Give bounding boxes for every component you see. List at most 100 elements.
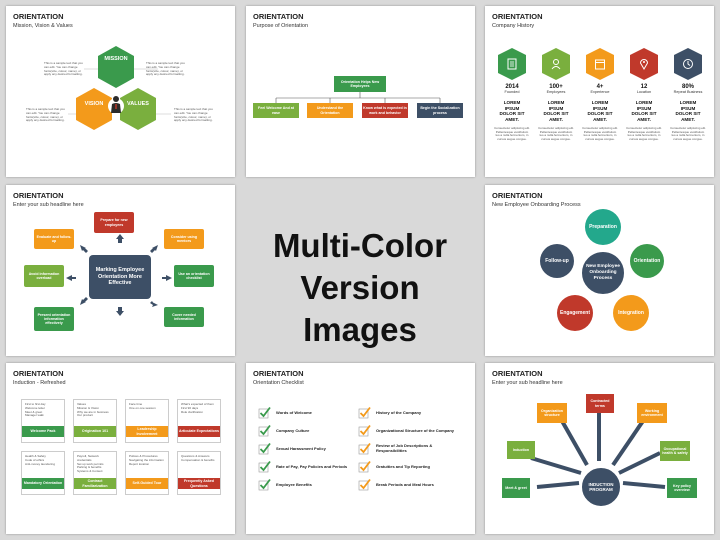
card-bullet: Welcome letter — [25, 405, 45, 410]
card-bullet: First to first day — [25, 402, 46, 406]
mvv-hexagon-diagram — [68, 46, 171, 130]
card-bullet: Anti-money laundering — [25, 461, 56, 466]
checklist-item[interactable]: Organizational Structure of the Company — [358, 423, 464, 437]
card-label: Welcome Pack — [22, 426, 64, 437]
slide-induction-program[interactable]: ORIENTATION Enter your sub headline here… — [485, 363, 714, 534]
cycle-step-preparation: Preparation — [589, 224, 617, 230]
history-body: Consectetur adipiscing elit. Pellentesqu… — [494, 125, 530, 142]
card-bullet: Values — [77, 402, 86, 406]
checkbox-checked-icon — [258, 424, 271, 436]
card-label: Origination 101 — [74, 426, 116, 437]
card-bullet: Meet & greet — [25, 409, 43, 414]
checkbox-checked-icon — [258, 460, 271, 472]
checkbox-checked-icon — [358, 424, 371, 436]
checklist-item[interactable]: Gratuities and Tip Reporting — [358, 459, 464, 473]
arrow-connectors — [66, 234, 172, 316]
card-bullet: Report location — [129, 461, 150, 466]
checklist-item[interactable]: Employee Benefits — [258, 477, 364, 491]
slide-subtitle: Purpose of Orientation — [253, 23, 309, 29]
history-heading: LOREM IPSUM DOLOR SIT AMET. — [631, 100, 657, 123]
checklist-label: Sexual Harassment Policy — [276, 445, 326, 451]
cycle-step-orientation: Orientation — [633, 258, 661, 264]
slide-mission-vision-values[interactable]: ORIENTATION Mission, Vision & Values MIS… — [6, 6, 235, 177]
calendar-icon — [586, 48, 614, 80]
card-bullet: Parking & benefits — [77, 465, 102, 470]
slide-orientation-checklist[interactable]: ORIENTATION Orientation Checklist Words … — [246, 363, 475, 534]
values-label: VALUES — [127, 101, 149, 107]
history-stat-label: Employees — [546, 90, 566, 94]
checklist-label: Gratuities and Tip Reporting — [376, 463, 430, 469]
slide-purpose-of-orientation[interactable]: ORIENTATION Purpose of Orientation Orien… — [246, 6, 475, 177]
slide-title: ORIENTATION — [253, 369, 304, 378]
checklist-label: History of the Company — [376, 409, 422, 415]
history-stat-value: 100+ — [549, 84, 563, 90]
center-box: Marking Employee Orientation More Effect… — [89, 255, 151, 299]
mission-hexagon — [98, 46, 134, 88]
card-bullet: Navigating the information — [129, 457, 164, 462]
checklist-label: Organizational Structure of the Company — [376, 427, 455, 433]
card-bullet: Set up work permits — [77, 461, 104, 466]
slide-effective-orientation[interactable]: ORIENTATION Enter your sub headline here… — [6, 185, 235, 356]
slide-induction-refreshed[interactable]: ORIENTATION Induction - Refreshed First … — [6, 363, 235, 534]
onboarding-cycle — [540, 209, 664, 331]
checklist-item[interactable]: Company Culture — [258, 423, 364, 437]
slide-title: ORIENTATION — [253, 12, 304, 21]
history-stat-value: 80% — [681, 84, 694, 90]
purpose-box-4: Begin the Socialization process — [417, 103, 463, 118]
history-body: Consectetur adipiscing elit. Pellentesqu… — [626, 125, 662, 142]
checklist-item[interactable]: History of the Company — [358, 405, 464, 419]
purpose-box-3: Know what is expected in work and behavi… — [362, 103, 408, 118]
induction-item-1: Meet & greet — [502, 478, 530, 498]
purpose-box-1: Feel Welcome And at ease — [253, 103, 299, 118]
heading-line-2: Version Images — [300, 269, 420, 349]
induction-center: INDUCTION PROGRAM — [588, 481, 614, 492]
checklist-item[interactable]: Review of Job Descriptions & Responsibil… — [358, 441, 464, 455]
checklist-item[interactable]: Sexual Harassment Policy — [258, 441, 364, 455]
checkbox-checked-icon — [258, 406, 271, 418]
card-label: Contract Familiarization — [74, 478, 116, 489]
tip-box-4: Cover needed information — [164, 307, 204, 327]
card-bullet: Questions & Answers — [181, 454, 210, 458]
checklist-item[interactable]: Break Periods and Meal Hours — [358, 477, 464, 491]
checklist-label: Break Periods and Meal Hours — [376, 481, 434, 487]
vision-hexagon — [76, 88, 112, 130]
history-stat-label: Location — [636, 90, 652, 94]
mission-text-right: This is a sample text that you can edit.… — [146, 61, 185, 77]
induction-item-3: Organization structure — [537, 403, 567, 423]
history-heading: LOREM IPSUM DOLOR SIT AMET. — [543, 100, 569, 123]
checklist-label: Review of Job Descriptions & Responsibil… — [376, 443, 433, 453]
slide-subtitle: New Employee Onboarding Process — [492, 202, 581, 208]
cycle-step-engagement: Engagement — [559, 310, 590, 316]
tip-box-6: Avoid information overload — [24, 265, 64, 287]
checkbox-checked-icon — [358, 406, 371, 418]
checklist-item[interactable]: Rate of Pay, Pay Policies and Periods — [258, 459, 364, 473]
heading-line-1: Multi-Color — [272, 227, 448, 264]
checkbox-checked-icon — [258, 478, 271, 490]
slide-onboarding-process[interactable]: ORIENTATION New Employee Onboarding Proc… — [485, 185, 714, 356]
mission-label: MISSION — [104, 56, 128, 62]
card-bullet: Code of ethics — [25, 457, 45, 462]
slide-title: ORIENTATION — [13, 369, 64, 378]
slide-subtitle: Induction - Refreshed — [13, 380, 66, 386]
card-bullet: Mission & Vision — [77, 405, 99, 410]
card-bullet: Our product — [77, 413, 93, 418]
tip-box-2: Consider using mentors — [164, 229, 204, 249]
card-label: Articulate Expectations — [178, 426, 220, 437]
induction-item-7: Key policy overview — [667, 478, 697, 498]
checklist-item[interactable]: Words of Welcome — [258, 405, 364, 419]
multi-color-heading: Multi-Color Version Images — [239, 225, 481, 352]
